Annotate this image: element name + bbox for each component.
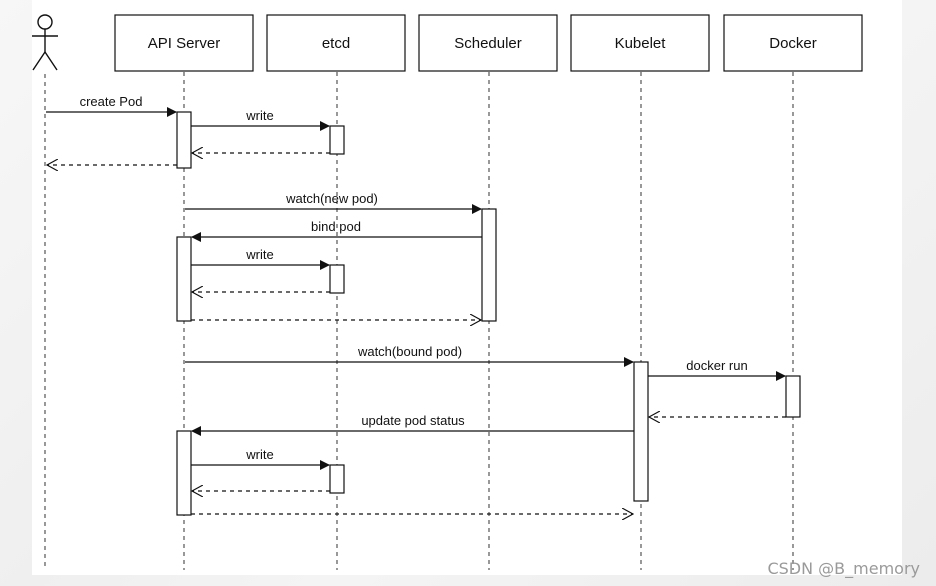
user-actor-icon	[32, 14, 58, 71]
participant-label-etcd: etcd	[322, 35, 350, 52]
activation-api-server-2	[176, 236, 192, 322]
activation-scheduler	[481, 208, 497, 322]
participant-label-kubelet: Kubelet	[615, 35, 667, 52]
activation-docker	[785, 375, 801, 418]
message-label-write-3: write	[245, 447, 273, 462]
message-label-bind-pod: bind pod	[311, 219, 361, 234]
participant-label-scheduler: Scheduler	[454, 35, 522, 52]
participant-box-api-server	[114, 14, 254, 72]
activation-etcd-3	[329, 464, 345, 494]
participant-box-kubelet	[570, 14, 710, 72]
participant-label-docker: Docker	[769, 35, 817, 52]
message-label-create-pod: create Pod	[80, 94, 143, 109]
watermark: CSDN @B_memory	[767, 559, 920, 578]
activation-etcd-1	[329, 125, 345, 155]
message-label-write-2: write	[245, 247, 273, 262]
activation-etcd-2	[329, 264, 345, 294]
message-label-docker-run: docker run	[686, 358, 747, 373]
activation-api-server-1	[176, 111, 192, 169]
message-label-update-pod-status: update pod status	[361, 413, 465, 428]
activation-api-server-3	[176, 430, 192, 516]
message-label-watch-new-pod: watch(new pod)	[285, 191, 378, 206]
participant-box-etcd	[266, 14, 406, 72]
message-label-write-1: write	[245, 108, 273, 123]
message-label-watch-bound-pod: watch(bound pod)	[357, 344, 462, 359]
participant-label-api-server: API Server	[148, 35, 221, 52]
participant-box-docker	[723, 14, 863, 72]
activation-kubelet	[633, 361, 649, 502]
participant-box-scheduler	[418, 14, 558, 72]
